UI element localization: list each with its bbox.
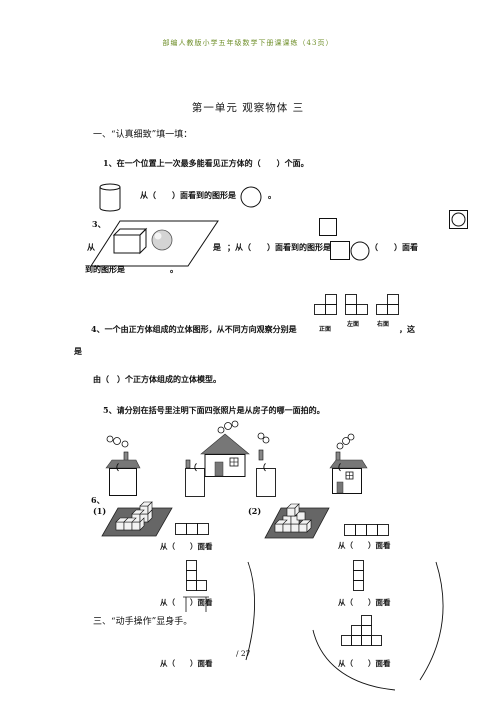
- question-1: 1、在一个位置上一次最多能看见正方体的（ ）个面。: [103, 158, 309, 168]
- paren-4: （: [333, 462, 341, 472]
- question-2-end: 。: [268, 190, 276, 200]
- page-number: / 27: [236, 649, 251, 658]
- view-label-2c: 从（ ）面看: [338, 659, 391, 668]
- house-front-view: [185, 420, 276, 497]
- view-grid-2b: [353, 560, 364, 591]
- question-3-part3: （ ）面看: [370, 242, 418, 252]
- left-view-grid: [345, 294, 368, 315]
- view-grid-2a: [344, 524, 389, 536]
- right-view-grid: [376, 294, 399, 315]
- section-1-heading: 一、“认真细致”填一填：: [93, 130, 193, 140]
- square-circle-view-icon: [330, 241, 370, 261]
- question-3-part2: ；从（ ）面看到的图形是: [227, 242, 331, 252]
- view-label-1b: 从（ ）面看: [160, 598, 213, 607]
- label-right: 右面: [377, 321, 390, 328]
- section-3-heading: 三、“动手操作”显身手。: [93, 617, 193, 627]
- question-4-line2: 由（ ）个正方体组成的立体模型。: [93, 374, 221, 384]
- house-side-view-1: [105, 435, 141, 496]
- question-6-part-1: (1): [93, 506, 107, 516]
- question-3-is: 是: [213, 242, 221, 252]
- question-3-number: 3、: [92, 219, 106, 229]
- question-3-line2: 到的图形是: [85, 264, 125, 274]
- label-left: 左面: [347, 321, 360, 328]
- paren-3: （: [258, 462, 266, 472]
- question-6-number: 6、: [91, 495, 105, 505]
- view-grid-1b: [183, 560, 209, 612]
- paren-1: （: [111, 462, 119, 472]
- parallelogram-scene: [90, 220, 219, 267]
- view-grid-1a: [175, 523, 209, 535]
- square-circle-icon: [449, 210, 468, 229]
- question-2: 从（ ）面看到的图形是: [140, 190, 236, 200]
- front-view-grid: [314, 294, 337, 315]
- question-4: 4、一个由正方体组成的立体图形，从不同方向观察分别是: [91, 324, 297, 334]
- paren-2: （: [189, 462, 197, 472]
- label-front: 正面: [319, 326, 332, 333]
- cube-stack-1: [101, 501, 173, 537]
- cube-stack-2: [264, 503, 330, 539]
- question-6-part-2: (2): [248, 506, 262, 516]
- view-label-1a: 从（ ）面看: [160, 542, 213, 551]
- view-label-2a: 从（ ）面看: [338, 541, 391, 550]
- page-header: 部编人教版小学五年级数学下册课课练（43页）: [162, 39, 334, 47]
- view-label-1c: 从（ ）面看: [160, 659, 213, 668]
- square-view-icon: [319, 218, 337, 236]
- question-4-tail: ，这: [399, 324, 415, 334]
- question-3-from: 从: [87, 242, 95, 252]
- circle-view-icon: [240, 186, 262, 208]
- question-3-end: 。: [170, 264, 178, 274]
- page-title: 第一单元 观察物体 三: [191, 102, 305, 114]
- question-4-shi: 是: [74, 346, 82, 356]
- cylinder-icon: [99, 183, 121, 212]
- view-label-2b: 从（ ）面看: [338, 598, 391, 607]
- house-side-view-2: [329, 433, 368, 494]
- question-5: 5、请分别在括号里注明下面四张照片是从房子的哪一面拍的。: [103, 405, 325, 415]
- view-grid-2c: [341, 615, 382, 646]
